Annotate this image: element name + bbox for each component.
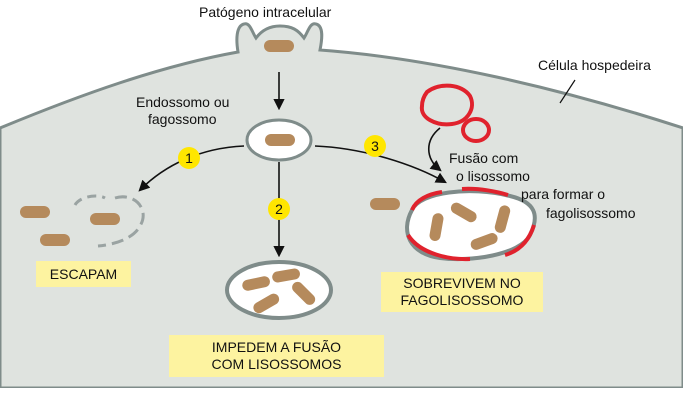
- phagosome-bacterium: [242, 276, 270, 291]
- pathogen-entering: [264, 40, 294, 52]
- fusion-label-line-4: fagolisossomo: [546, 205, 636, 221]
- phagosome-bacterium: [272, 268, 300, 283]
- caption-survive-line-2: FAGOLISOSSOMO: [400, 292, 524, 308]
- lysosome-large: [419, 83, 474, 127]
- phagolysosome-bacterium: [470, 233, 498, 250]
- ruptured-membrane-right: [97, 195, 145, 248]
- escaped-bacterium: [90, 213, 120, 225]
- caption-block-fusion-line-1: IMPEDEM A FUSÃO: [211, 339, 342, 355]
- caption-block-fusion-line-2: COM LISOSSOMOS: [211, 356, 342, 372]
- step-1-badge: 1: [178, 147, 200, 169]
- phagolysosome-red-segment: [504, 224, 536, 257]
- host-cell-leader-line: [559, 79, 576, 104]
- escaped-bacterium: [20, 206, 50, 218]
- svg-text:1: 1: [185, 150, 193, 166]
- free-bacterium: [370, 198, 400, 210]
- caption-block-fusion: IMPEDEM A FUSÃO COM LISOSSOMOS: [169, 335, 384, 377]
- phagolysosome-bacterium: [450, 202, 477, 223]
- phagolysosome-red-segment: [410, 190, 443, 211]
- fusion-label-line-2: o lisossomo: [456, 168, 530, 184]
- phagolysosome-bacterium: [494, 205, 511, 233]
- caption-survive-line-1: SOBREVIVEM NO: [403, 275, 521, 291]
- blocked-phagosome: [225, 260, 333, 320]
- phagosome-bacterium: [292, 281, 316, 305]
- step-3-badge: 3: [364, 135, 386, 157]
- fusion-label-line-3: para formar o: [521, 186, 606, 202]
- phagosome-bacterium: [253, 293, 280, 314]
- phagolysosome-red-segment: [406, 233, 471, 262]
- caption-escape: ESCAPAM: [36, 261, 131, 287]
- svg-text:2: 2: [275, 201, 283, 217]
- svg-text:3: 3: [371, 138, 379, 154]
- host-cell-label: Célula hospedeira: [538, 57, 651, 73]
- caption-escape-text: ESCAPAM: [49, 265, 118, 282]
- endosome-label-line-2: fagossomo: [148, 111, 217, 127]
- lysosome-small: [461, 117, 491, 143]
- arrow-lysosome-fusion: [427, 127, 442, 172]
- escaped-bacterium: [40, 234, 70, 246]
- endosome-bacterium: [265, 134, 295, 146]
- phagolysosome-bacterium: [429, 213, 444, 241]
- pathogen-label: Patógeno intracelular: [199, 4, 332, 20]
- caption-survive: SOBREVIVEM NO FAGOLISOSSOMO: [381, 272, 543, 312]
- arrow-pathway-3: [314, 145, 447, 184]
- ruptured-membrane: [73, 194, 106, 206]
- phagolysosome-red-segment: [461, 186, 509, 197]
- fusion-label-line-1: Fusão com: [449, 150, 519, 166]
- step-2-badge: 2: [268, 198, 290, 220]
- endosome-label-line-1: Endossomo ou: [136, 94, 230, 110]
